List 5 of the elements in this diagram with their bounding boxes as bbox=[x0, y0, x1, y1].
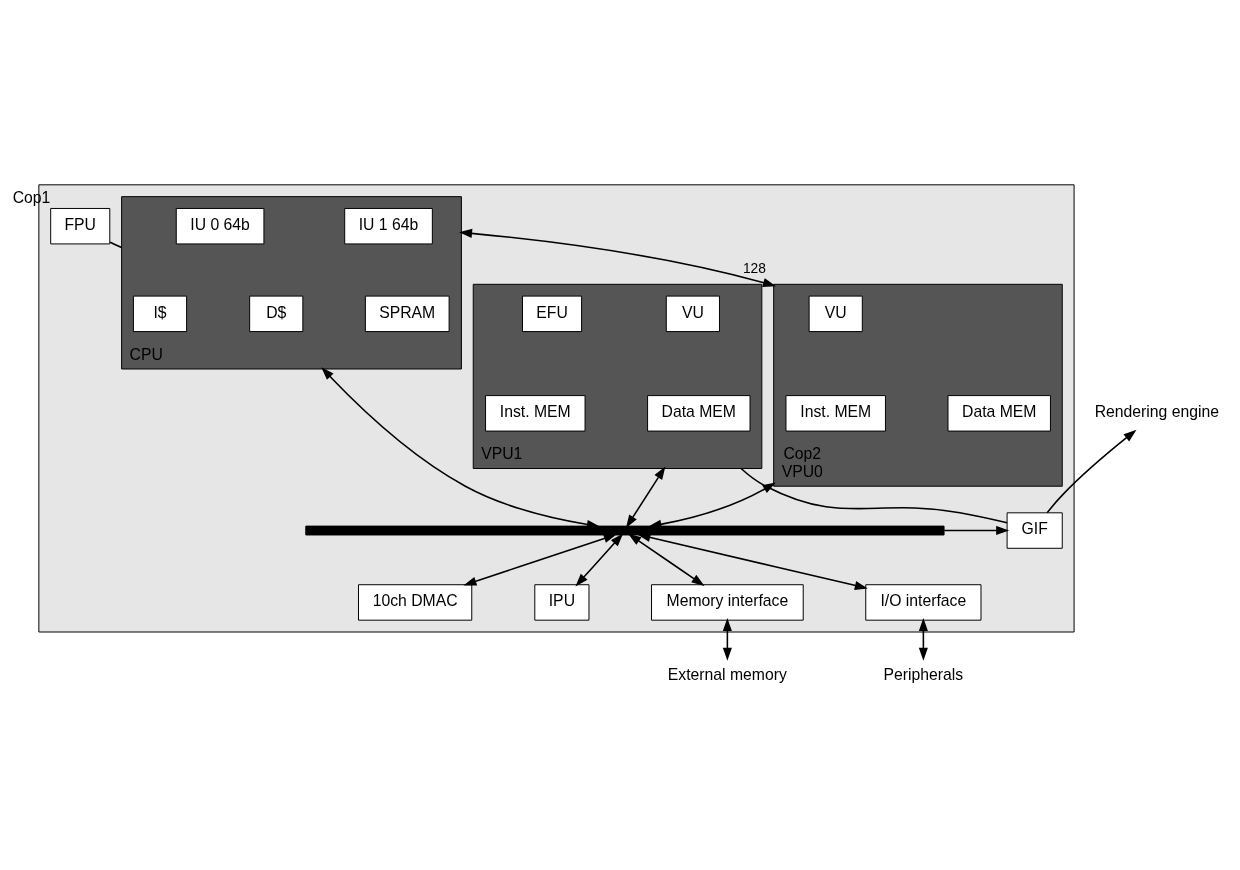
node-text: External memory bbox=[667, 665, 787, 683]
node-label: Cop2 bbox=[783, 444, 822, 462]
node-text: Peripherals bbox=[883, 665, 964, 683]
node-text: Rendering engine bbox=[1094, 402, 1219, 420]
edge-label: 128 bbox=[742, 260, 766, 276]
